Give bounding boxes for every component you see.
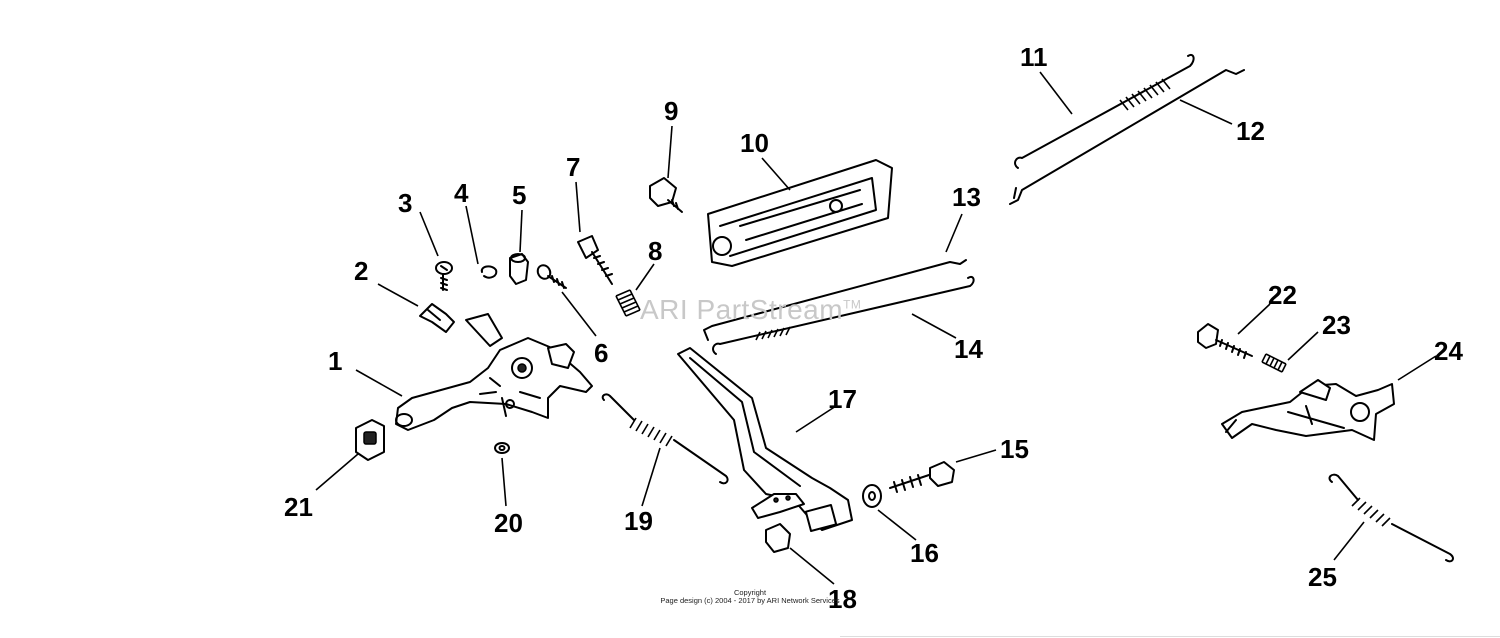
callout-13: 13 [952, 182, 981, 212]
part-16-washer [862, 484, 882, 508]
callout-numbers: 1 2 3 4 5 6 7 8 9 10 11 12 13 14 15 16 1… [284, 42, 1463, 614]
watermark-text: ARI PartStream [640, 294, 844, 325]
callout-25: 25 [1308, 562, 1337, 592]
part-20-washer [494, 442, 510, 454]
callout-9: 9 [664, 96, 678, 126]
part-25-spring [1328, 473, 1454, 563]
part-12-rod [1009, 69, 1245, 205]
part-21-clip-nut [355, 419, 385, 461]
callout-2: 2 [354, 256, 368, 286]
callout-16: 16 [910, 538, 939, 568]
callout-14: 14 [954, 334, 983, 364]
callout-10: 10 [740, 128, 769, 158]
watermark: ARI PartStreamTM [640, 294, 861, 326]
callout-6: 6 [594, 338, 608, 368]
part-6-screw [536, 264, 567, 289]
part-15-bolt [889, 461, 955, 493]
callout-22: 22 [1268, 280, 1297, 310]
callout-7: 7 [566, 152, 580, 182]
copyright-line2: Page design (c) 2004 - 2017 by ARI Netwo… [660, 596, 840, 605]
part-5-nut [509, 253, 529, 285]
part-14-spring-rod [712, 276, 975, 355]
callout-24: 24 [1434, 336, 1463, 366]
part-13-rod [703, 259, 967, 341]
part-19-spring [601, 393, 729, 485]
callout-12: 12 [1236, 116, 1265, 146]
part-9-bolt [649, 177, 683, 213]
part-22-screw [1197, 323, 1253, 359]
part-2-clip [419, 303, 455, 333]
copyright-notice: Copyright Page design (c) 2004 - 2017 by… [640, 589, 860, 605]
callout-21: 21 [284, 492, 313, 522]
watermark-trademark: TM [843, 297, 862, 312]
part-10-panel [707, 159, 893, 267]
callout-8: 8 [648, 236, 662, 266]
callout-3: 3 [398, 188, 412, 218]
callout-15: 15 [1000, 434, 1029, 464]
callout-1: 1 [328, 346, 342, 376]
callout-4: 4 [454, 178, 469, 208]
callout-19: 19 [624, 506, 653, 536]
callout-23: 23 [1322, 310, 1351, 340]
part-7-screw [577, 235, 613, 285]
callout-17: 17 [828, 384, 857, 414]
part-8-spring [615, 289, 641, 317]
part-18-nut [765, 523, 791, 553]
copyright-line1: Copyright [733, 588, 767, 597]
part-3-screw [435, 261, 453, 291]
part-4-clip [480, 265, 498, 279]
part-11-spring-rod [1014, 54, 1195, 169]
part-1-control-bracket [395, 313, 593, 431]
callout-20: 20 [494, 508, 523, 538]
callout-5: 5 [512, 180, 526, 210]
part-23-spring [1261, 353, 1287, 373]
part-17-lever [677, 347, 853, 533]
leader-lines [315, 71, 1437, 585]
callout-11: 11 [1020, 42, 1048, 72]
callout-18: 18 [828, 584, 857, 614]
footer-divider [840, 636, 1500, 637]
part-24-bracket [1221, 379, 1395, 441]
